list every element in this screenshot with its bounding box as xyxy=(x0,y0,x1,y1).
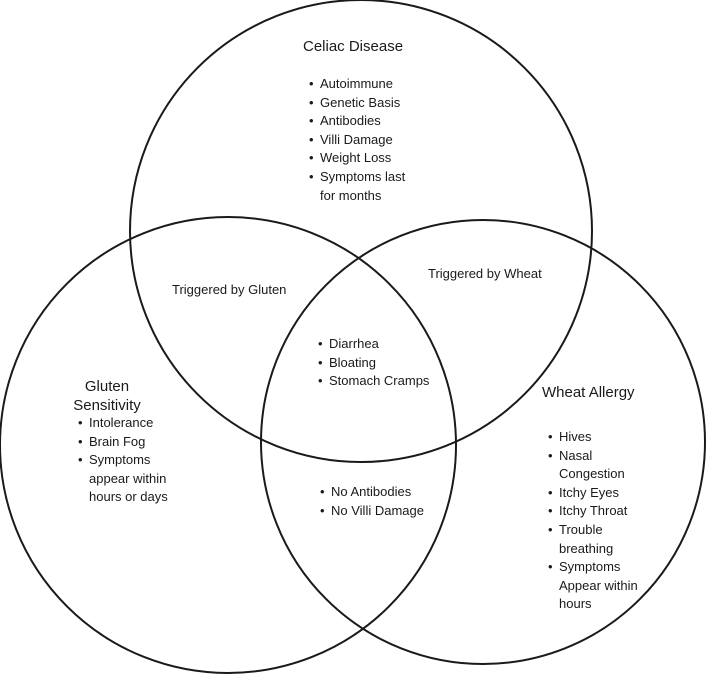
list-item: Symptoms appear within hours or days xyxy=(78,451,188,507)
list-item: Autoimmune xyxy=(309,75,413,94)
overlap-celiac-wheat-label: Triggered by Wheat xyxy=(428,266,542,281)
list-item: Genetic Basis xyxy=(309,94,413,113)
list-item: No Antibodies xyxy=(320,483,430,502)
wheat-title: Wheat Allergy xyxy=(542,384,635,401)
gluten-title: Gluten Sensitivity xyxy=(73,378,141,414)
gluten-wheat-list: No Antibodies No Villi Damage xyxy=(320,483,430,520)
list-item: Weight Loss xyxy=(309,149,413,168)
gluten-circle xyxy=(0,216,457,674)
gluten-list: Intolerance Brain Fog Symptoms appear wi… xyxy=(78,414,188,507)
list-item: Itchy Eyes xyxy=(548,484,648,503)
list-item: Antibodies xyxy=(309,112,413,131)
list-item: Trouble breathing xyxy=(548,521,648,558)
overlap-celiac-gluten-label: Triggered by Gluten xyxy=(172,282,287,297)
wheat-list: Hives Nasal Congestion Itchy Eyes Itchy … xyxy=(548,428,648,614)
list-item: Symptoms Appear within hours xyxy=(548,558,648,614)
list-item: Bloating xyxy=(318,354,448,373)
list-item: Itchy Throat xyxy=(548,502,648,521)
list-item: Diarrhea xyxy=(318,335,448,354)
list-item: Symptoms last for months xyxy=(309,168,413,205)
celiac-circle xyxy=(129,0,593,463)
list-item: Villi Damage xyxy=(309,131,413,150)
list-item: Hives xyxy=(548,428,648,447)
list-item: Brain Fog xyxy=(78,433,188,452)
wheat-circle xyxy=(260,219,706,665)
list-item: Intolerance xyxy=(78,414,188,433)
list-item: No Villi Damage xyxy=(320,502,430,521)
list-item: Nasal Congestion xyxy=(548,447,648,484)
celiac-list: Autoimmune Genetic Basis Antibodies Vill… xyxy=(309,75,413,205)
celiac-title: Celiac Disease xyxy=(303,38,404,55)
list-item: Stomach Cramps xyxy=(318,372,448,391)
center-list: Diarrhea Bloating Stomach Cramps xyxy=(318,335,448,391)
